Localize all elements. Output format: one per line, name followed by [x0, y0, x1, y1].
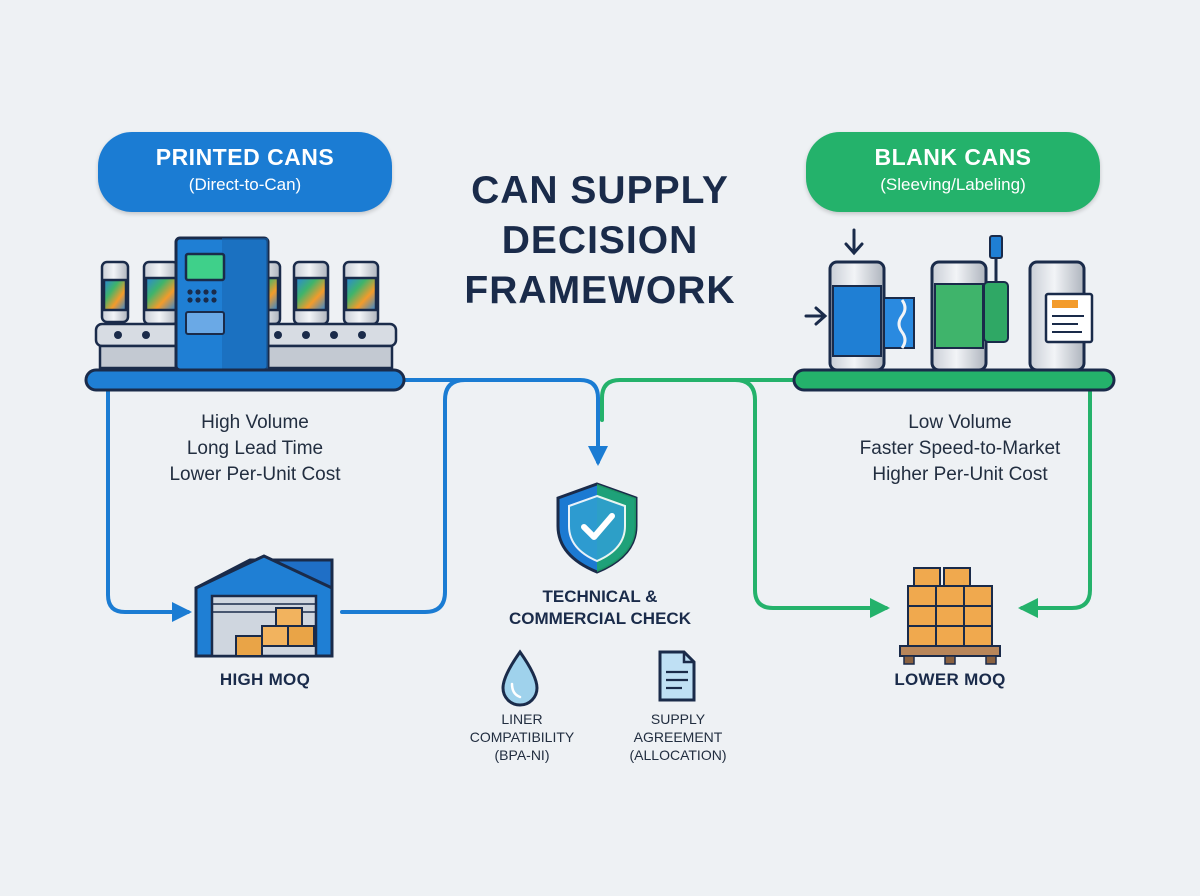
- title-line-2: DECISION: [501, 219, 699, 262]
- blank-trait: Faster Speed-to-Market: [859, 438, 1061, 459]
- blank-traits: Low Volume Faster Speed-to-Market Higher…: [820, 410, 1100, 488]
- printed-trait: Lower Per-Unit Cost: [169, 464, 341, 485]
- blank-trait: Higher Per-Unit Cost: [872, 464, 1048, 485]
- blank-cans-title: BLANK CANS: [874, 144, 1032, 170]
- document-icon: [658, 650, 696, 702]
- liner-line: LINER: [501, 711, 543, 727]
- liner-line: COMPATIBILITY: [469, 729, 575, 745]
- supply-agreement-label: SUPPLY AGREEMENT (ALLOCATION): [608, 710, 748, 764]
- check-line-2: COMMERCIAL CHECK: [509, 609, 691, 628]
- printed-to-check-connector: [398, 378, 608, 466]
- blank-cans-subtitle: (Sleeving/Labeling): [880, 175, 1026, 194]
- supply-line: SUPPLY: [650, 711, 706, 727]
- blank-to-check-connector: [600, 378, 802, 422]
- high-moq-label: HIGH MOQ: [219, 670, 311, 689]
- blank-cans-header: BLANK CANS (Sleeving/Labeling): [806, 132, 1100, 212]
- page-title: CAN SUPPLY DECISION FRAMEWORK: [420, 166, 780, 316]
- printed-cans-subtitle: (Direct-to-Can): [188, 175, 302, 194]
- printed-traits: High Volume Long Lead Time Lower Per-Uni…: [130, 410, 380, 488]
- blank-right-connector: [1018, 390, 1092, 618]
- pallet-boxes-icon: [899, 567, 1001, 665]
- title-line-3: FRAMEWORK: [464, 269, 736, 312]
- flow-lines: [106, 378, 1092, 622]
- printed-cans-header: PRINTED CANS (Direct-to-Can): [98, 132, 392, 212]
- sleeving-machine-icon: [792, 228, 1116, 392]
- droplet-icon: [501, 649, 539, 707]
- printed-cans-title: PRINTED CANS: [155, 144, 335, 170]
- check-line-1: TECHNICAL &: [542, 587, 658, 606]
- title-line-1: CAN SUPPLY: [471, 169, 729, 212]
- blank-to-moq-connector: [733, 378, 890, 618]
- printed-trait: Long Lead Time: [186, 438, 324, 459]
- shield-check-icon: [556, 482, 638, 574]
- liner-line: (BPA-NI): [494, 747, 550, 763]
- warehouse-icon: [194, 554, 334, 658]
- liner-compatibility-label: LINER COMPATIBILITY (BPA-NI): [452, 710, 592, 764]
- printer-machine-icon: [84, 236, 406, 392]
- supply-line: (ALLOCATION): [629, 747, 727, 763]
- supply-line: AGREEMENT: [633, 729, 723, 745]
- check-label: TECHNICAL & COMMERCIAL CHECK: [470, 586, 730, 630]
- printed-to-moq-connector: [106, 388, 192, 622]
- printed-trait: High Volume: [201, 412, 309, 433]
- blank-trait: Low Volume: [908, 412, 1012, 433]
- lower-moq-label: LOWER MOQ: [894, 670, 1006, 689]
